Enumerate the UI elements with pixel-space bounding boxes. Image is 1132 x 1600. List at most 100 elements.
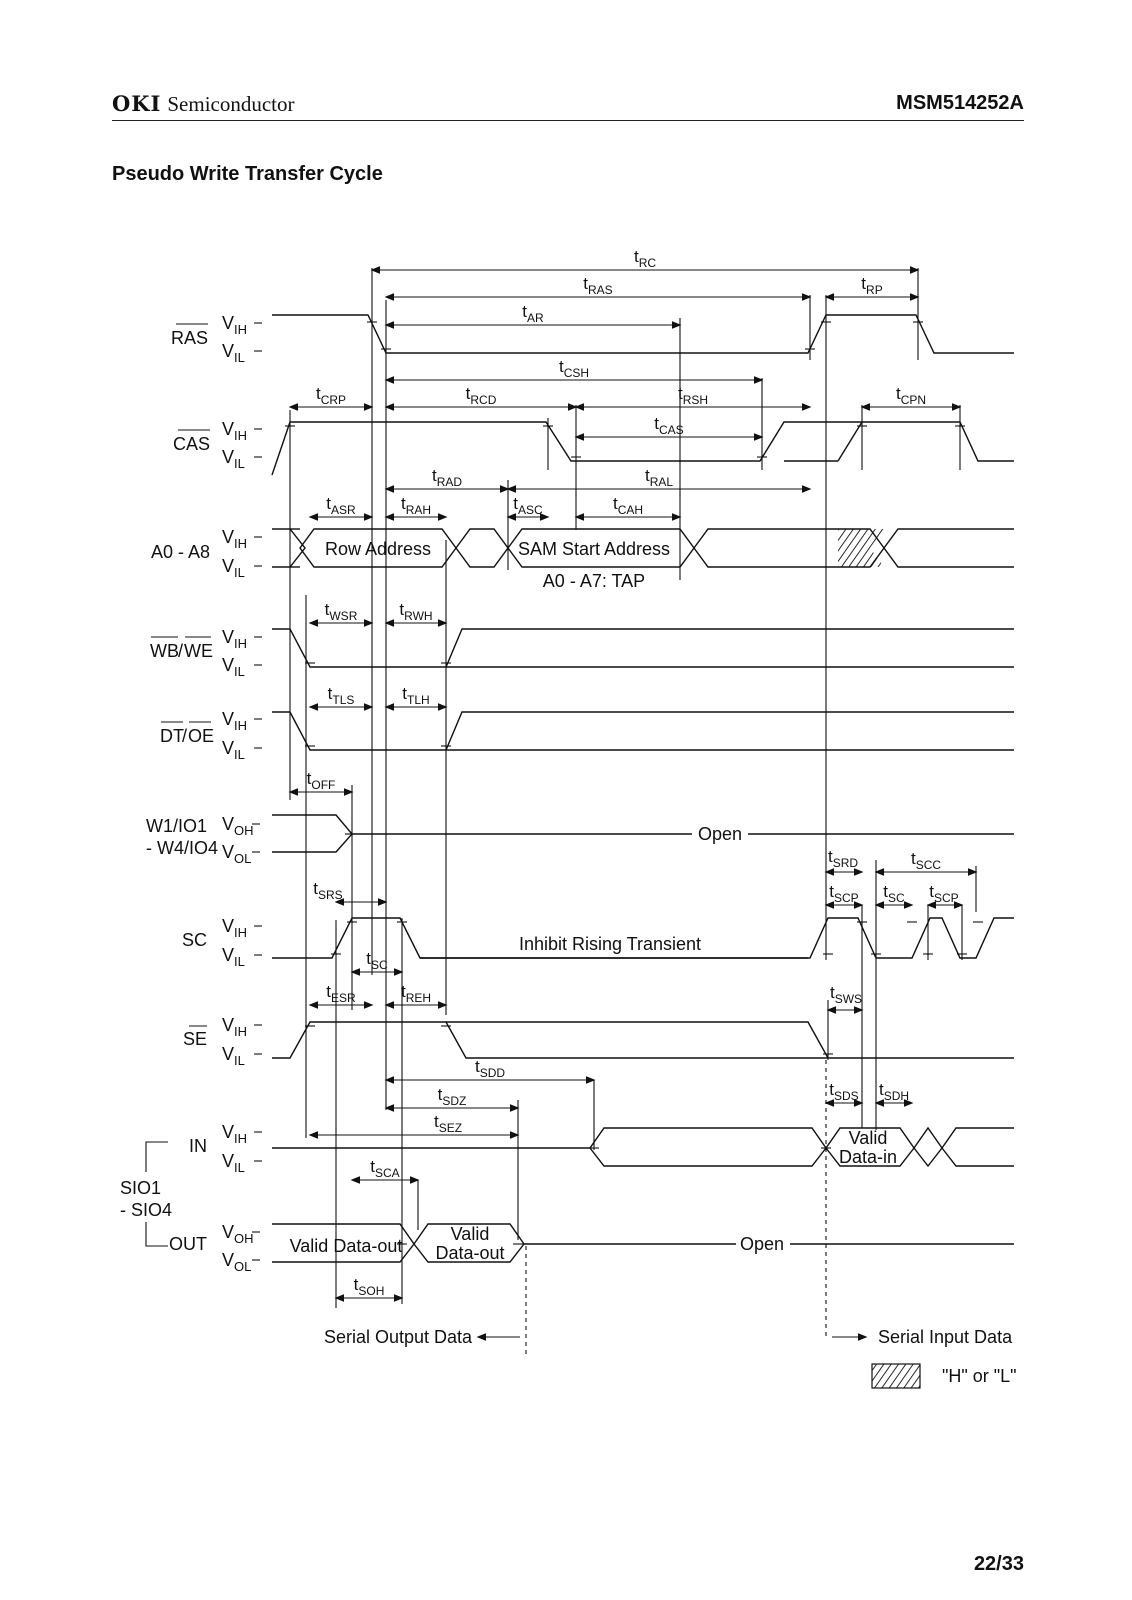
timing-label-rp: tRP — [861, 274, 882, 297]
out-open-label: Open — [740, 1234, 784, 1254]
signal-label-dt: DT — [160, 726, 184, 746]
level-label-low: VIL — [222, 556, 245, 580]
dimension-rah — [384, 513, 448, 521]
dimension-cas — [574, 433, 764, 441]
level-label-low: VIL — [222, 341, 245, 365]
dimension-ral — [506, 485, 812, 493]
dimension-srd — [824, 868, 864, 876]
timing-label-ral: tRAL — [645, 466, 673, 489]
level-label-low: VOL — [222, 1250, 251, 1274]
level-label-high: VIH — [222, 419, 247, 443]
arrowhead — [857, 1333, 868, 1341]
part-number: MSM514252A — [896, 92, 1024, 114]
timing-label-crp: tCRP — [316, 384, 346, 407]
wave-sc — [272, 917, 1014, 959]
dimension-esr — [308, 1001, 374, 1009]
timing-label-off: tOFF — [307, 769, 336, 792]
dimension-rp — [824, 293, 920, 301]
timing-label-ar: tAR — [522, 302, 544, 325]
signal-label-wb: WB — [150, 641, 179, 661]
signal-label-sio1: SIO1 — [120, 1178, 161, 1198]
legend-hatch-swatch — [871, 1363, 921, 1389]
timing-label-sc: tSC — [883, 882, 905, 905]
dimension-csh — [384, 376, 764, 384]
dimension-rc — [370, 266, 920, 274]
level-label-low: VIL — [222, 945, 245, 969]
timing-label-asr: tASR — [326, 494, 356, 517]
brand-name: OKI — [112, 91, 162, 116]
signal-label-sio4: - SIO4 — [120, 1200, 172, 1220]
dimension-tlh — [384, 703, 448, 711]
timing-label-cpn: tCPN — [896, 384, 926, 407]
sio-bracket-top — [145, 1141, 168, 1172]
dimension-asc — [506, 513, 550, 521]
timing-label-rcd: tRCD — [466, 384, 497, 407]
timing-label-rc: tRC — [634, 247, 656, 270]
timing-label-rad: tRAD — [432, 466, 462, 489]
timing-label-sds: tSDS — [829, 1080, 858, 1103]
datain-label: Data-in — [839, 1147, 897, 1167]
level-label-high: VIH — [222, 313, 247, 337]
wave-in-hiz — [272, 1127, 827, 1167]
dimension-cpn — [860, 403, 962, 411]
dimension-off — [288, 788, 354, 796]
timing-label-csh: tCSH — [559, 357, 589, 380]
timing-label-rah: tRAH — [401, 494, 431, 517]
timing-label-rsh: tRSH — [678, 384, 708, 407]
wave-cas-part — [271, 421, 1014, 476]
timing-label-sez: tSEZ — [434, 1112, 462, 1135]
wave-addr-end-bottom — [883, 547, 1014, 568]
timing-label-sws: tSWS — [830, 983, 862, 1006]
wave-dt-oe — [272, 711, 1014, 751]
level-label-low: VIL — [222, 1151, 245, 1175]
dataout-label: Data-out — [435, 1243, 504, 1263]
level-label-high: VIH — [222, 709, 247, 733]
dimension-tls — [308, 703, 374, 711]
wave-ras — [272, 314, 1014, 354]
row-address-label: Row Address — [325, 539, 431, 559]
valid-label: Valid — [451, 1224, 490, 1244]
level-label-high: VIH — [222, 1015, 247, 1039]
dimension-rsh — [574, 403, 812, 411]
dimension-asr — [308, 513, 374, 521]
timing-label-rwh: tRWH — [399, 600, 432, 623]
io-open-label: Open — [698, 824, 742, 844]
dimension-sdz — [384, 1104, 520, 1112]
dimension-sdh — [874, 1099, 914, 1107]
timing-label-sdd: tSDD — [475, 1057, 505, 1080]
level-label-low: VIL — [222, 1044, 245, 1068]
dimension-srs — [334, 898, 388, 906]
brand-subtitle: Semiconductor — [167, 92, 295, 116]
dimension-rcd — [384, 403, 578, 411]
dimension-sc — [350, 968, 404, 976]
timing-label-asc: tASC — [513, 494, 543, 517]
legend-label: "H" or "L" — [942, 1366, 1017, 1386]
level-label-high: VOH — [222, 814, 254, 838]
signal-label-out: OUT — [169, 1234, 207, 1254]
timing-label-sc: tSC — [366, 949, 388, 972]
timing-label-reh: tREH — [401, 982, 431, 1005]
timing-label-srs: tSRS — [313, 879, 342, 902]
serial-input-data-label: Serial Input Data — [878, 1327, 1013, 1347]
page-title: Pseudo Write Transfer Cycle — [112, 163, 383, 185]
timing-label-wsr: tWSR — [325, 600, 358, 623]
timing-label-tls: tTLS — [328, 684, 355, 707]
wave-addr-gap — [455, 528, 509, 568]
timing-label-scp: tSCP — [929, 882, 958, 905]
signal-label-slash: / — [182, 726, 187, 746]
valid-dataout-label: Valid Data-out — [290, 1236, 403, 1256]
tap-note: A0 - A7: TAP — [543, 571, 645, 591]
hatched-region — [838, 529, 884, 567]
dimension-scc — [874, 868, 978, 876]
signal-label-oe: OE — [188, 726, 214, 746]
signal-label-w4-io4: - W4/IO4 — [146, 838, 218, 858]
inhibit-rising-transient-label: Inhibit Rising Transient — [519, 934, 701, 954]
timing-label-ras: tRAS — [583, 274, 612, 297]
signal-label-we: WE — [184, 641, 213, 661]
wave-in-cross — [913, 1126, 943, 1168]
timing-label-soh: tSOH — [354, 1275, 385, 1298]
wave-in-bottom — [941, 1147, 1014, 1167]
